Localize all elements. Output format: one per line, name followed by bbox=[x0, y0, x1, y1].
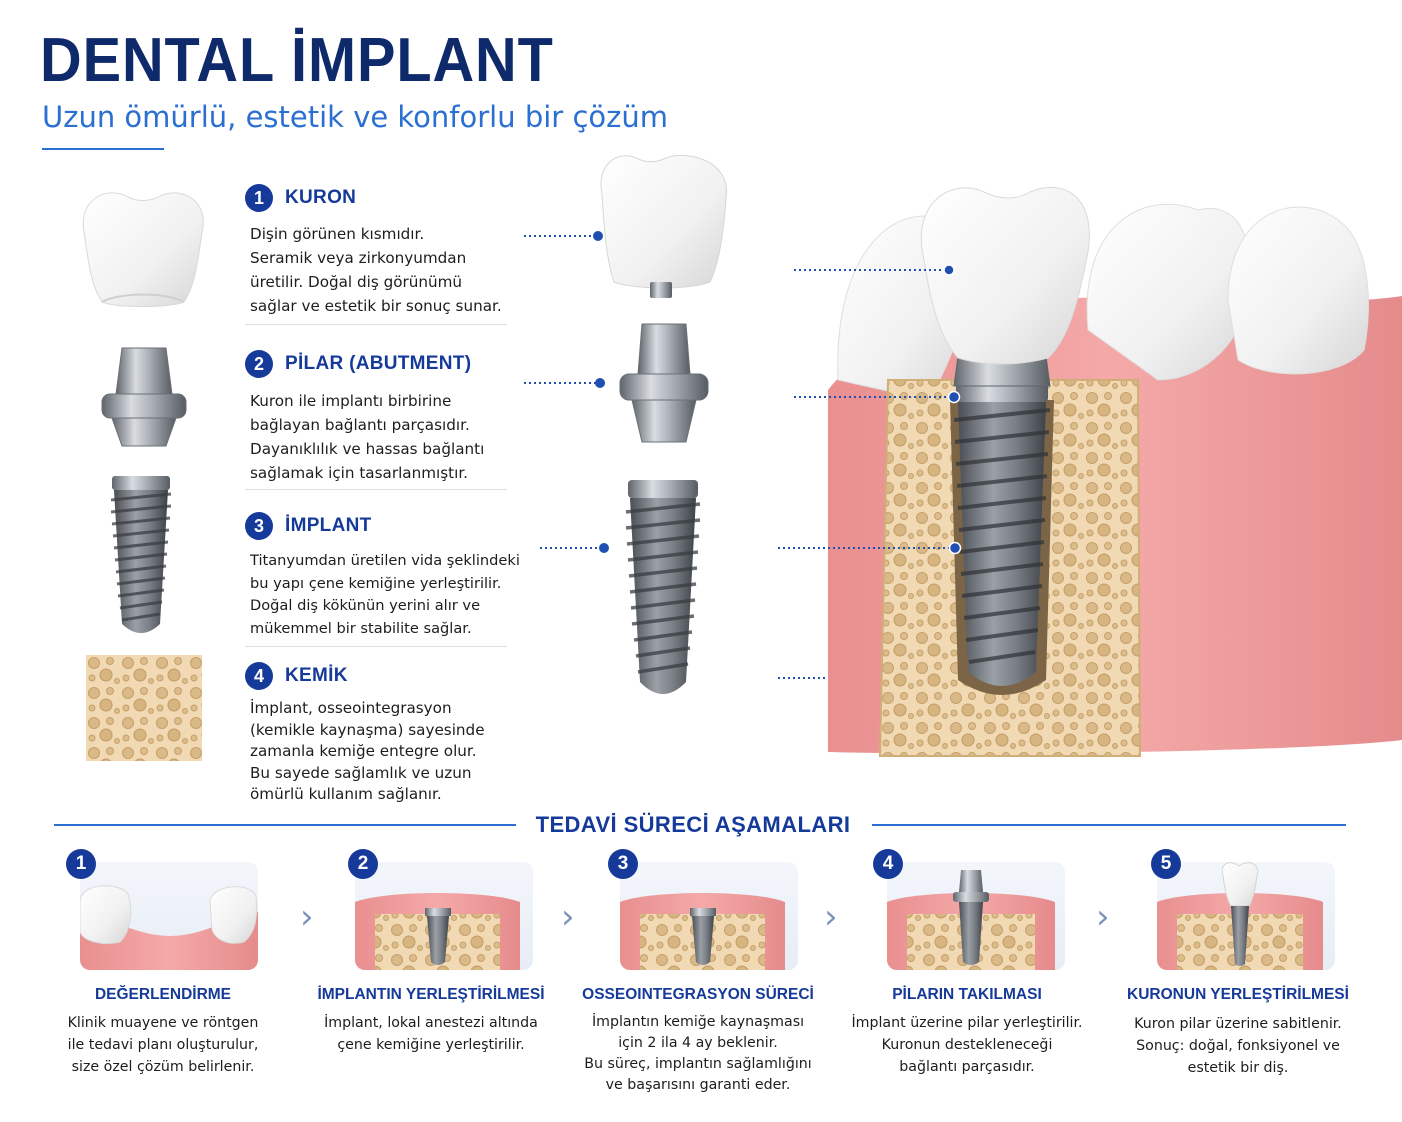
component-implant: 3 İMPLANT Titanyumdan üretilen vida şekl… bbox=[245, 512, 520, 640]
component-title: KEMİK bbox=[285, 665, 348, 686]
divider bbox=[245, 489, 507, 490]
stage-4-image bbox=[887, 862, 1065, 970]
stage-description: Kuron pilar üzerine sabitlenir. Sonuç: d… bbox=[1134, 1016, 1342, 1076]
component-bone: 4 KEMİK İmplant, osseointegrasyon (kemik… bbox=[245, 662, 485, 806]
step-number-badge: 2 bbox=[245, 350, 273, 378]
crown-icon bbox=[76, 180, 210, 310]
component-crown: 1 KURON Dişin görünen kısmıdır. Seramik … bbox=[245, 184, 502, 318]
section-rule-right bbox=[872, 824, 1346, 826]
stage-description: İmplantın kemiğe kaynaşması için 2 ila 4… bbox=[584, 1014, 812, 1093]
implant-screw-icon bbox=[106, 474, 176, 640]
page-title: DENTAL İMPLANT bbox=[40, 26, 554, 95]
stage-title: İMPLANTIN YERLEŞTİRİLMESİ bbox=[317, 986, 545, 1003]
component-title: KURON bbox=[285, 187, 357, 208]
stage-1-image bbox=[80, 862, 258, 970]
step-number-badge: 4 bbox=[245, 662, 273, 690]
next-arrow-icon: › bbox=[300, 897, 314, 937]
component-description: Titanyumdan üretilen vida şeklindeki bu … bbox=[250, 552, 520, 637]
stage-number-badge: 3 bbox=[608, 849, 638, 879]
implant-cross-section bbox=[778, 180, 1402, 760]
next-arrow-icon: › bbox=[1096, 897, 1110, 937]
component-description: Dişin görünen kısmıdır. Seramik veya zir… bbox=[250, 225, 502, 315]
stage-number-badge: 2 bbox=[348, 849, 378, 879]
component-title: İMPLANT bbox=[285, 515, 372, 536]
process-title: TEDAVİ SÜRECİ AŞAMALARI bbox=[535, 812, 851, 837]
abutment-icon bbox=[100, 342, 188, 454]
component-title: PİLAR (ABUTMENT) bbox=[285, 353, 472, 374]
component-description: Kuron ile implantı birbirine bağlayan ba… bbox=[250, 392, 485, 482]
divider bbox=[245, 324, 507, 325]
stage-title: OSSEOINTEGRASYON SÜRECİ bbox=[582, 986, 814, 1003]
stage-2-image bbox=[355, 862, 533, 970]
stage-3-image bbox=[620, 862, 798, 970]
stage-title: KURONUN YERLEŞTİRİLMESİ bbox=[1127, 986, 1349, 1003]
stage-5-image bbox=[1157, 862, 1335, 970]
bone-icon bbox=[86, 655, 202, 761]
exploded-view bbox=[520, 146, 740, 706]
stage-title: PİLARIN TAKILMASI bbox=[892, 986, 1042, 1003]
step-number-badge: 1 bbox=[245, 184, 273, 212]
stage-description: İmplant, lokal anestezi altında çene kem… bbox=[324, 1015, 538, 1053]
stage-description: Klinik muayene ve röntgen ile tedavi pla… bbox=[67, 1015, 259, 1075]
next-arrow-icon: › bbox=[824, 897, 838, 937]
component-abutment: 2 PİLAR (ABUTMENT) Kuron ile implantı bi… bbox=[245, 350, 484, 485]
stage-description: İmplant üzerine pilar yerleştirilir. Kur… bbox=[851, 1015, 1083, 1075]
stage-number-badge: 5 bbox=[1151, 849, 1181, 879]
step-number-badge: 3 bbox=[245, 512, 273, 540]
stage-number-badge: 4 bbox=[873, 849, 903, 879]
stage-number-badge: 1 bbox=[66, 849, 96, 879]
page-subtitle: Uzun ömürlü, estetik ve konforlu bir çöz… bbox=[42, 100, 668, 134]
title-underline bbox=[42, 148, 164, 150]
section-rule-left bbox=[54, 824, 516, 826]
component-description: İmplant, osseointegrasyon (kemikle kayna… bbox=[250, 699, 485, 803]
divider bbox=[245, 646, 507, 647]
stage-title: DEĞERLENDİRME bbox=[94, 986, 232, 1003]
next-arrow-icon: › bbox=[561, 897, 575, 937]
